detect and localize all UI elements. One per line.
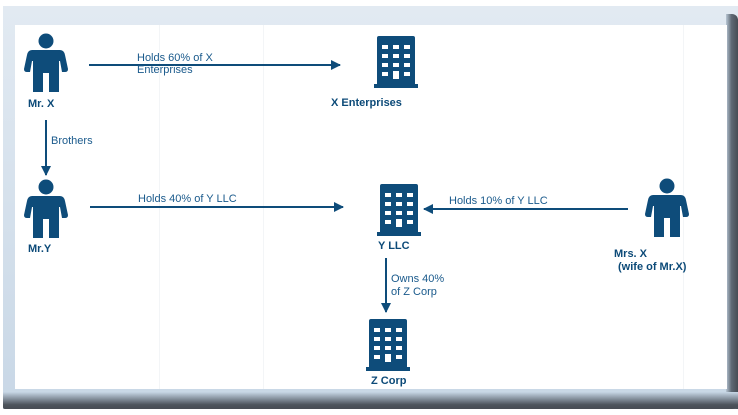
person-icon — [645, 178, 689, 237]
frame-shadow-bottom — [3, 392, 738, 409]
person-icon — [24, 179, 68, 238]
node-label-mrs-x: Mrs. X — [614, 248, 648, 260]
edge-label-mrx-xenterprises-line2: Enterprises — [137, 64, 193, 76]
node-label-x-enterprises: X Enterprises — [331, 97, 402, 109]
edge-label-brothers: Brothers — [51, 135, 93, 147]
edge-label-yllc-zcorp-line2: of Z Corp — [391, 286, 437, 298]
edge-label-mrsx-yllc: Holds 10% of Y LLC — [449, 195, 548, 207]
building-icon — [377, 184, 421, 236]
diagram-canvas: Mr. X X Enterprises Mr.Y Y LLC Mrs. X (w… — [15, 25, 727, 389]
edge-label-mrx-xenterprises-line1: Holds 60% of X — [137, 52, 213, 64]
connector-layer — [41, 60, 628, 313]
building-icon — [374, 36, 418, 88]
building-icon — [366, 319, 410, 371]
edge-label-mry-yllc: Holds 40% of Y LLC — [138, 193, 237, 205]
node-label-y-llc: Y LLC — [378, 240, 410, 252]
frame-shadow-right — [726, 14, 738, 409]
person-icon — [24, 33, 68, 92]
node-label-mr-x: Mr. X — [28, 98, 55, 110]
node-label-mr-y: Mr.Y — [28, 243, 52, 255]
node-sublabel-mrs-x: (wife of Mr.X) — [618, 261, 687, 273]
node-label-z-corp: Z Corp — [371, 375, 407, 387]
edge-label-yllc-zcorp-line1: Owns 40% — [391, 273, 445, 285]
